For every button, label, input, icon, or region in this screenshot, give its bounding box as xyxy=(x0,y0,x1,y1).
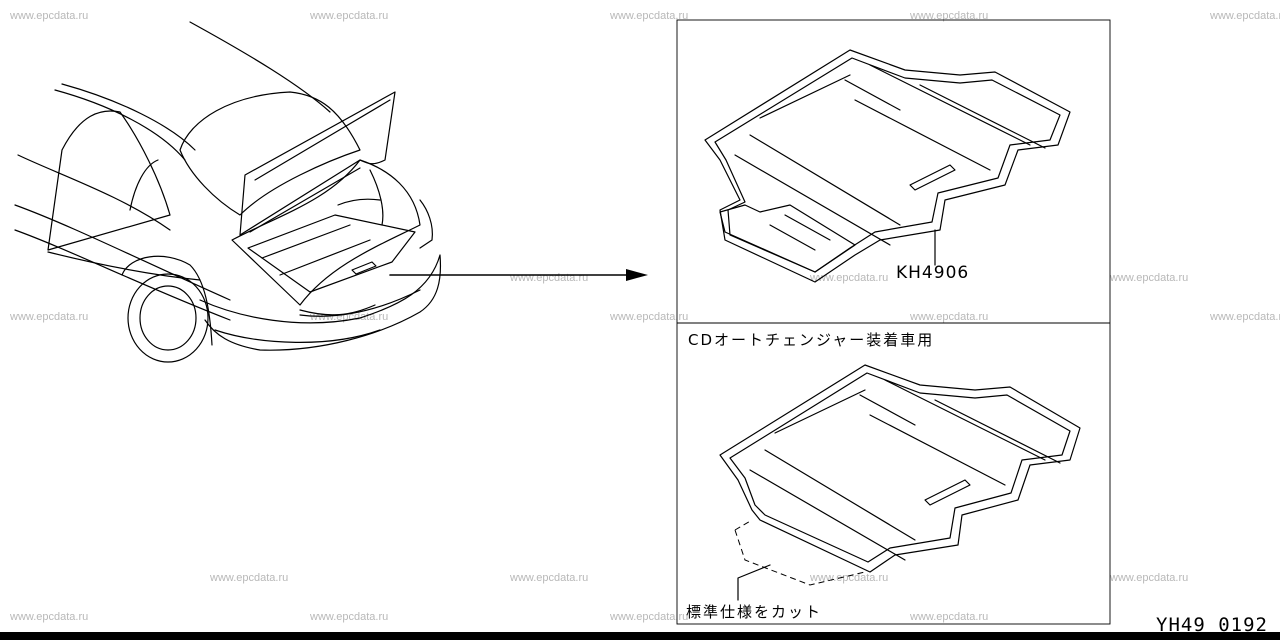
watermark: www.epcdata.ru xyxy=(610,311,689,323)
mat-rib xyxy=(859,394,916,426)
variant-caption: CDオートチェンジャー装着車用 xyxy=(688,331,935,349)
detail-frame xyxy=(676,19,1111,625)
mat-rib xyxy=(919,84,1046,149)
watermark: www.epcdata.ru xyxy=(310,10,389,22)
mat-rib xyxy=(884,379,1046,461)
mat-rib xyxy=(869,64,1031,146)
mat-rib xyxy=(749,134,901,226)
mat-rib xyxy=(854,99,991,171)
watermark: www.epcdata.ru xyxy=(610,611,689,623)
car-rear-window xyxy=(179,91,361,216)
mat-rib xyxy=(749,469,906,561)
watermark: www.epcdata.ru xyxy=(310,311,389,323)
car-tail-lamp xyxy=(299,304,376,316)
cut-note: 標準仕様をカット xyxy=(686,603,823,621)
watermark: www.epcdata.ru xyxy=(510,572,589,584)
car-rear-bumper xyxy=(199,254,442,351)
mat-slot xyxy=(909,164,956,191)
watermark: www.epcdata.ru xyxy=(810,572,889,584)
car-trunk-side xyxy=(337,198,381,206)
watermark: www.epcdata.ru xyxy=(1210,311,1280,323)
mat-rib xyxy=(734,154,891,246)
car-trunk-lid-inner xyxy=(249,167,361,233)
watermark: www.epcdata.ru xyxy=(210,572,289,584)
car-wheel-arch xyxy=(121,255,213,346)
car-roof-line xyxy=(189,21,331,113)
watermark: www.epcdata.ru xyxy=(1110,572,1189,584)
watermark: www.epcdata.ru xyxy=(10,311,89,323)
car-trunk-mat xyxy=(247,214,416,293)
car-side-window-divider xyxy=(129,159,159,211)
car-trunk-side xyxy=(369,169,384,226)
watermark: www.epcdata.ru xyxy=(1210,10,1280,22)
mat-rib xyxy=(759,74,851,119)
car-trunk-lid xyxy=(239,91,396,236)
arrow-head xyxy=(626,269,648,281)
watermark: www.epcdata.ru xyxy=(10,10,89,22)
mat-rib xyxy=(784,214,831,241)
mat-slot xyxy=(924,479,971,506)
leader-line xyxy=(737,564,771,601)
car-rear-wheel xyxy=(127,273,209,363)
mat-rib xyxy=(769,224,816,251)
car-trunk-lid-inner xyxy=(254,99,391,181)
car-trunk-mat-line xyxy=(261,224,351,259)
mat-outer-edge xyxy=(704,49,1071,283)
callout-arrow xyxy=(389,269,648,281)
watermark: www.epcdata.ru xyxy=(1110,272,1189,284)
mat-inner-edge xyxy=(714,57,1061,273)
car-rear-wheel-hub xyxy=(139,285,197,351)
mat-rib xyxy=(869,414,1006,486)
cut-region-outline xyxy=(734,519,866,586)
mat-rib xyxy=(934,399,1061,464)
watermark: www.epcdata.ru xyxy=(810,272,889,284)
part-number-label: KH4906 xyxy=(896,263,970,283)
car-body-line xyxy=(14,229,231,321)
trunk-mat-standard xyxy=(704,49,1071,283)
car-trunk-mat-line xyxy=(279,239,371,276)
trunk-mat-cd-changer xyxy=(719,364,1081,601)
watermark: www.epcdata.ru xyxy=(310,611,389,623)
watermark: www.epcdata.ru xyxy=(910,10,989,22)
watermark: www.epcdata.ru xyxy=(910,611,989,623)
bottom-bar xyxy=(0,632,1280,640)
car-bumper-line xyxy=(299,289,421,317)
figure-code: YH49 0192 xyxy=(1156,614,1268,636)
mat-rib xyxy=(764,449,916,541)
car-side-window xyxy=(47,110,171,251)
car-bumper-line xyxy=(214,329,381,343)
car-roof-line-inner xyxy=(54,89,186,161)
mat-outer-edge xyxy=(719,364,1081,573)
car-trunk-mat-slot xyxy=(351,261,377,275)
mat-rib xyxy=(844,79,901,111)
car-body-line xyxy=(47,251,201,281)
car-tail-lamp xyxy=(419,199,433,249)
mat-inner-edge xyxy=(729,372,1071,563)
car-roof-line-outer xyxy=(61,83,196,151)
car-body-line xyxy=(14,204,231,301)
watermark: www.epcdata.ru xyxy=(910,311,989,323)
car-body-line xyxy=(17,154,171,231)
watermark: www.epcdata.ru xyxy=(610,10,689,22)
mat-tray-outline xyxy=(719,204,856,273)
car-trunk-opening xyxy=(231,159,421,306)
watermark: www.epcdata.ru xyxy=(10,611,89,623)
mat-rib xyxy=(774,389,866,434)
car-rear-view xyxy=(14,21,442,363)
